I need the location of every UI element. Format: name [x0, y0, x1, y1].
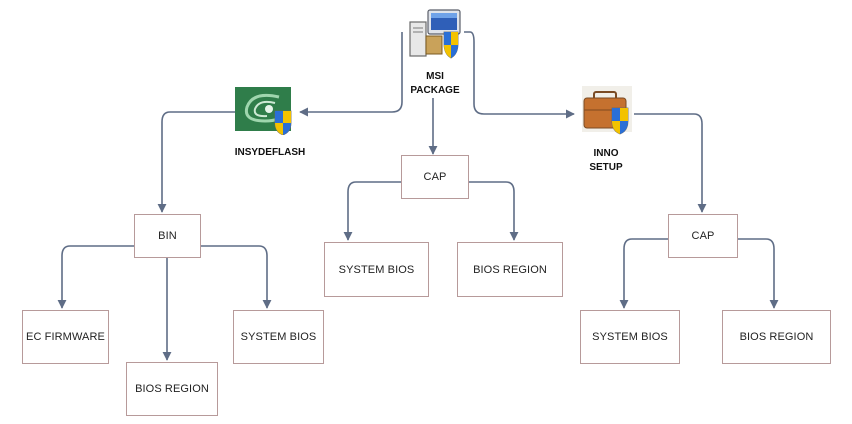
ec-firmware-node: EC FIRMWARE	[22, 310, 109, 364]
system-bios-right-node: SYSTEM BIOS	[580, 310, 680, 364]
bios-region-center-node: BIOS REGION	[457, 242, 563, 297]
system-bios-left-node: SYSTEM BIOS	[233, 310, 324, 364]
msi-label-line1: MSI	[426, 71, 444, 82]
edge-msi-inno	[464, 31, 575, 119]
edge-capright-sysbios	[619, 238, 668, 309]
inno-setup-icon	[580, 84, 636, 136]
cap-center-node: CAP	[401, 155, 469, 199]
msi-package-label: MSI PACKAGE	[400, 70, 470, 98]
bin-node: BIN	[134, 214, 201, 258]
edge-cap-biosregion-center	[469, 181, 519, 241]
insydeflash-icon	[235, 87, 297, 136]
msi-package-icon	[408, 8, 464, 60]
edge-msi-insyde	[299, 32, 403, 117]
bios-region-left-node: BIOS REGION	[126, 362, 218, 416]
edge-bin-sysbios-left	[201, 245, 272, 309]
inno-label-line1: INNO	[593, 148, 619, 159]
system-bios-center-node: SYSTEM BIOS	[324, 242, 429, 297]
inno-setup-label: INNO SETUP	[574, 147, 638, 175]
bios-region-right-node: BIOS REGION	[722, 310, 831, 364]
edge-capright-biosregion	[738, 238, 779, 309]
edge-bin-ec	[57, 245, 134, 309]
msi-label-line2: PACKAGE	[410, 85, 460, 96]
edge-insyde-bin	[157, 111, 235, 213]
edge-cap-sysbios-center	[343, 181, 402, 241]
insydeflash-label: INSYDEFLASH	[234, 147, 306, 158]
edge-inno-cap-right	[634, 113, 707, 213]
cap-right-node: CAP	[668, 214, 738, 258]
inno-label-line2: SETUP	[589, 162, 623, 173]
